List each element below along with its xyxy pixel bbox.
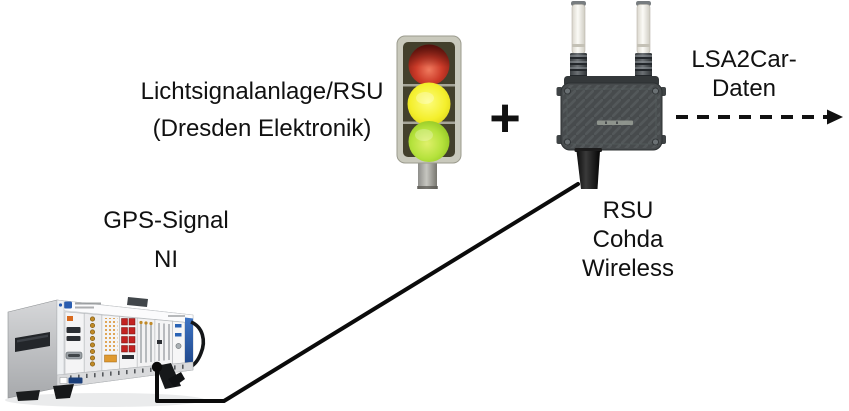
traffic-light-label-line1: Lichtsignalanlage/RSU xyxy=(140,78,384,105)
yellow-light xyxy=(407,82,451,126)
green-light xyxy=(408,121,450,162)
lsa2car-label-line1: LSA2Car- xyxy=(691,46,797,73)
chassis-handle xyxy=(189,320,206,369)
rsu-device-icon xyxy=(556,0,666,189)
ni-logo-icon xyxy=(64,301,72,309)
chassis-foot xyxy=(168,372,185,387)
pxi-logo-icon xyxy=(68,377,83,384)
chassis-foot xyxy=(16,390,40,401)
rsu-label-line2: Cohda xyxy=(592,226,664,253)
lsa2car-data-arrow xyxy=(676,109,843,125)
rsu-label-line1: RSU xyxy=(602,197,654,224)
traffic-light-label: Lichtsignalanlage/RSU (Dresden Elektroni… xyxy=(112,73,412,147)
gps-signal-label-line2: NI xyxy=(154,246,178,273)
gps-signal-label: GPS-Signal NI xyxy=(16,201,316,279)
rsu-device-label xyxy=(597,120,633,125)
chassis-foot xyxy=(53,384,74,399)
chassis-handle-rail xyxy=(185,317,193,369)
chassis-controller-module xyxy=(64,311,85,375)
traffic-light-label-line2: (Dresden Elektronik) xyxy=(152,115,372,142)
antenna-left-icon xyxy=(569,0,588,81)
traffic-light-pole xyxy=(418,158,437,189)
chassis-module xyxy=(172,320,186,365)
traffic-light-icon xyxy=(396,35,462,189)
rsu-label-line3: Wireless xyxy=(581,255,674,282)
lsa2car-label: LSA2Car- Daten xyxy=(644,45,844,103)
rsu-mount xyxy=(576,151,600,189)
plus-sign: + xyxy=(489,88,521,148)
cable-connector-dot xyxy=(151,361,163,373)
arrowhead-icon xyxy=(827,109,843,125)
rsu-label: RSU Cohda Wireless xyxy=(528,196,728,283)
gps-signal-label-line1: GPS-Signal xyxy=(103,207,229,234)
connection-cable xyxy=(151,182,580,403)
cable-line xyxy=(155,182,580,403)
pxi-chassis-icon xyxy=(5,297,206,407)
lsa2car-label-line2: Daten xyxy=(711,75,777,102)
